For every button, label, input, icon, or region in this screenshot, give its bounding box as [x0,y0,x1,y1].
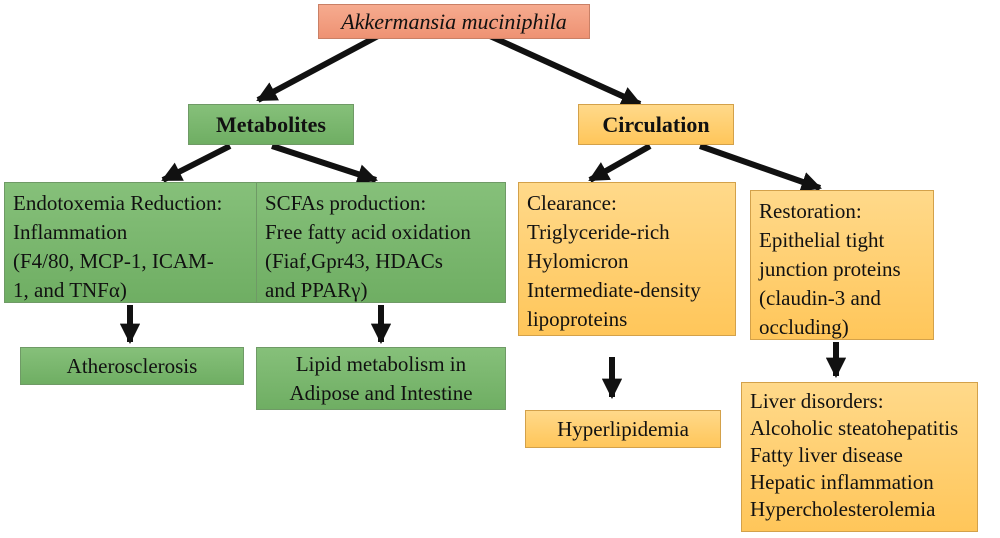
liver-disorders-line-1: Liver disorders: [750,389,884,413]
hyperlipidemia-node: Hyperlipidemia [525,410,721,448]
circulation-node: Circulation [578,104,734,145]
atherosclerosis-label: Atherosclerosis [66,353,198,378]
liver-disorders-line-3: Fatty liver disease [750,443,903,467]
endotoxemia-line-4: 1, and TNFα) [13,278,127,302]
restoration-line-4: (claudin-3 and [759,286,881,310]
arrow-root-to-metabolites [256,33,380,103]
metabolites-label: Metabolites [216,112,326,137]
restoration-line-2: Epithelial tight [759,228,885,252]
clearance-line-3: Hylomicron [527,249,629,273]
clearance-node: Clearance: Triglyceride-rich Hylomicron … [518,182,736,336]
arrow-circulation-to-clearance [588,143,652,183]
scfa-line-1: SCFAs production: [265,191,427,215]
clearance-line-5: lipoproteins [527,307,628,331]
restoration-node: Restoration: Epithelial tight junction p… [750,190,934,340]
atherosclerosis-node: Atherosclerosis [20,347,244,385]
lipid-metabolism-line-2: Adipose and Intestine [289,380,473,405]
scfa-line-2: Free fatty acid oxidation [265,220,471,244]
liver-disorders-node: Liver disorders: Alcoholic steatohepatit… [741,382,978,532]
liver-disorders-line-4: Hepatic inflammation [750,470,934,494]
liver-disorders-line-2: Alcoholic steatohepatitis [750,416,959,440]
lipid-metabolism-line-1: Lipid metabolism in [295,351,467,376]
scfa-line-3: (Fiaf,Gpr43, HDACs [265,249,443,273]
hyperlipidemia-label: Hyperlipidemia [557,416,689,441]
restoration-line-3: junction proteins [759,257,901,281]
root-label: Akkermansia muciniphila [341,9,567,34]
scfa-node: SCFAs production: Free fatty acid oxidat… [256,182,506,303]
restoration-line-5: occluding) [759,315,849,339]
endotoxemia-line-1: Endotoxemia Reduction: [13,191,223,215]
clearance-line-1: Clearance: [527,191,617,215]
root-node: Akkermansia muciniphila [318,4,590,39]
arrow-metabolites-to-endotoxemia [161,143,232,183]
clearance-line-4: Intermediate-density [527,278,701,302]
liver-disorders-line-5: Hypercholesterolemia [750,497,936,521]
metabolites-node: Metabolites [188,104,354,145]
arrow-root-to-circulation [488,33,642,107]
endotoxemia-line-3: (F4/80, MCP-1, ICAM- [13,249,214,273]
circulation-label: Circulation [602,112,710,137]
clearance-line-2: Triglyceride-rich [527,220,670,244]
restoration-line-1: Restoration: [759,199,862,223]
arrow-metabolites-to-scfa [271,143,378,184]
endotoxemia-line-2: Inflammation [13,220,128,244]
scfa-line-4: and PPARγ) [265,278,368,302]
lipid-metabolism-node: Lipid metabolism in Adipose and Intestin… [256,347,506,410]
endotoxemia-node: Endotoxemia Reduction: Inflammation (F4/… [4,182,258,303]
